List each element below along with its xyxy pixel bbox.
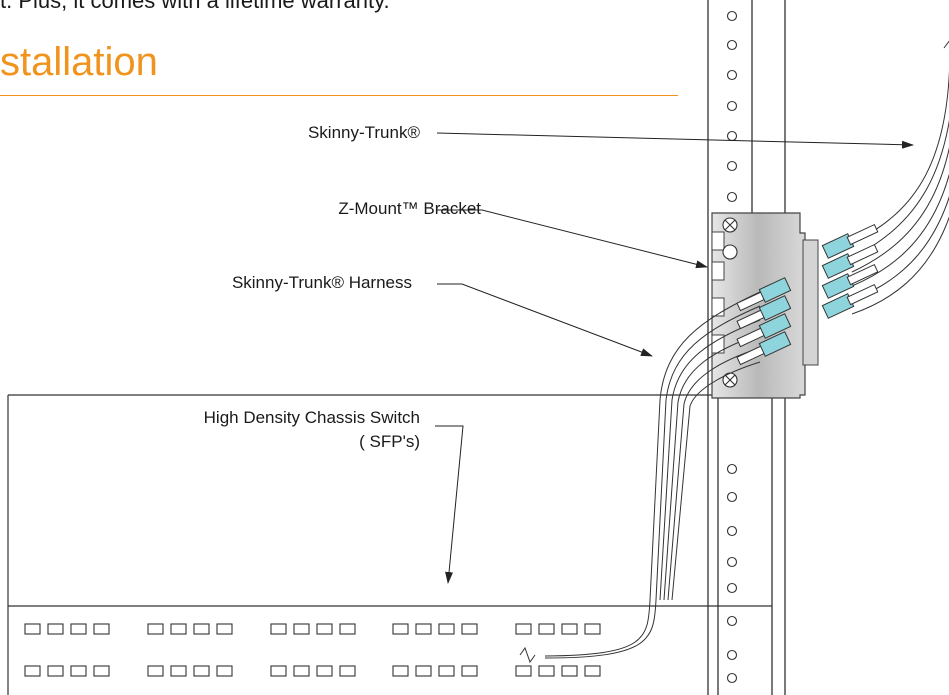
sfp-port	[415, 623, 432, 635]
z-mount-bracket-label: Z-Mount™ Bracket	[338, 199, 481, 218]
sfp-port	[316, 665, 333, 677]
sfp-port	[93, 623, 110, 635]
chassis-outline	[7, 394, 772, 695]
sfp-port	[216, 665, 233, 677]
sfp-port	[47, 623, 64, 635]
sfp-port	[47, 665, 64, 677]
rack-hole	[726, 672, 738, 684]
callout-leaders	[435, 132, 914, 584]
sfp-port	[415, 665, 432, 677]
z-mount-bracket	[711, 212, 819, 399]
sfp-port	[316, 623, 333, 635]
sfp-port	[216, 623, 233, 635]
sfp-port	[438, 665, 455, 677]
rack-hole	[726, 100, 738, 112]
rack-hole	[726, 649, 738, 661]
sfp-port	[538, 623, 555, 635]
rack-hole	[726, 130, 738, 142]
sfp-port	[147, 623, 164, 635]
sfp-port	[70, 623, 87, 635]
sfp-port	[561, 665, 578, 677]
sfp-port	[339, 665, 356, 677]
bracket-leader-arrow	[437, 209, 708, 269]
sfp-port	[515, 665, 532, 677]
rack-hole	[726, 69, 738, 81]
skinny-trunk-label: Skinny-Trunk®	[307, 123, 420, 142]
rack-hole	[726, 160, 738, 172]
fiber-connectors-left	[736, 277, 792, 366]
rack-hole	[726, 491, 738, 503]
sfp-port	[392, 623, 409, 635]
trunk-leader-arrow	[436, 132, 914, 149]
sfp-port	[293, 623, 310, 635]
rack-hole	[726, 582, 738, 594]
section-heading: stallation	[0, 40, 158, 84]
sfp-port	[193, 665, 210, 677]
switch-leader-arrow	[435, 425, 464, 584]
sfp-port	[392, 665, 409, 677]
sfp-port	[584, 623, 601, 635]
harness-label: Skinny-Trunk® Harness	[231, 273, 412, 292]
sfp-port	[438, 623, 455, 635]
sfp-port	[538, 665, 555, 677]
sfp-port	[561, 623, 578, 635]
harness-leader-arrow	[437, 283, 653, 357]
sfp-port	[93, 665, 110, 677]
fiber-connectors-right	[821, 223, 879, 319]
sfp-port	[339, 623, 356, 635]
intro-text: t. Plus, it comes with a lifetime warran…	[0, 0, 390, 13]
sfp-port	[293, 665, 310, 677]
sfp-port	[170, 623, 187, 635]
sfp-port	[584, 665, 601, 677]
rack-hole	[726, 39, 738, 51]
sfp-port	[170, 665, 187, 677]
sfp-port	[70, 665, 87, 677]
rack-hole	[726, 556, 738, 568]
sfp-port	[24, 665, 41, 677]
sfp-port	[147, 665, 164, 677]
sfp-port	[515, 623, 532, 635]
sfp-port	[24, 623, 41, 635]
rack-hole	[726, 191, 738, 203]
sfp-label: ( SFP's)	[359, 432, 420, 451]
sfp-port	[461, 665, 478, 677]
rack-holes	[726, 10, 738, 684]
chassis-switch-label: High Density Chassis Switch	[203, 408, 420, 427]
sfp-port	[193, 623, 210, 635]
bracket-screws	[722, 217, 738, 388]
sfp-port	[270, 665, 287, 677]
heading-underline	[0, 95, 678, 96]
sfp-ports	[24, 623, 601, 677]
rack-hole	[726, 10, 738, 22]
rack-hole	[726, 525, 738, 537]
rack-hole	[726, 463, 738, 475]
sfp-port	[461, 623, 478, 635]
sfp-port	[270, 623, 287, 635]
rack-hole	[726, 615, 738, 627]
rack-rails	[707, 0, 786, 695]
